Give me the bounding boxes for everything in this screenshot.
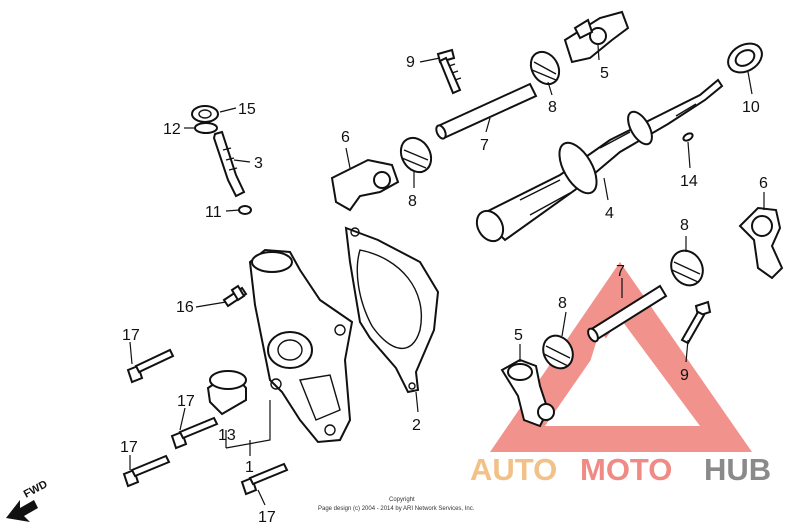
adjuster-3 — [212, 130, 246, 198]
joint-5-upper — [563, 10, 630, 64]
joint-6-upper — [330, 158, 400, 212]
label-2: 2 — [412, 417, 421, 434]
copyright-line-2: Page design (c) 2004 - 2014 by ARI Netwo… — [318, 506, 475, 512]
fwd-label: FWD — [22, 478, 50, 500]
label-13: 13 — [218, 427, 236, 444]
label-14: 14 — [680, 173, 698, 190]
label-3: 3 — [254, 155, 263, 172]
housing-1 — [248, 248, 354, 444]
label-17-a: 17 — [122, 327, 140, 344]
shaft-4 — [475, 78, 724, 243]
label-10: 10 — [742, 99, 760, 116]
watermark-triangle — [490, 262, 752, 452]
label-1: 1 — [245, 459, 254, 476]
leader-lines — [129, 44, 765, 506]
copyright-line-1: Copyright — [389, 497, 415, 503]
nut-15 — [191, 105, 219, 123]
label-9-lower: 9 — [680, 367, 689, 384]
gasket-2 — [344, 226, 440, 394]
joint-6-right — [738, 206, 784, 280]
bolt-16 — [222, 284, 248, 308]
bolt-17-d — [240, 462, 289, 496]
label-5-top: 5 — [600, 65, 609, 82]
label-17-d: 17 — [258, 509, 276, 526]
label-4: 4 — [605, 205, 614, 222]
label-6-right: 6 — [759, 175, 768, 192]
label-16: 16 — [176, 299, 194, 316]
watermark-logo: AUTO MOTO HUB — [470, 452, 771, 487]
label-11: 11 — [205, 204, 222, 221]
spring-8-upper-left — [399, 136, 433, 174]
label-6-top: 6 — [341, 129, 350, 146]
bolt-17-b — [170, 416, 219, 450]
part-labels: 9 5 8 10 7 6 8 4 14 6 8 7 8 5 9 2 15 12 … — [120, 54, 768, 526]
label-8-lower: 8 — [558, 295, 567, 312]
cap-13 — [206, 370, 247, 416]
label-15: 15 — [238, 101, 256, 118]
label-8-right: 8 — [680, 217, 689, 234]
washer-10 — [727, 42, 763, 74]
spring-8-right — [670, 249, 704, 287]
bolt-17-a — [126, 348, 175, 384]
watermark-auto: AUTO — [470, 452, 557, 487]
joint-5-lower — [500, 358, 555, 428]
watermark-moto: MOTO — [580, 452, 672, 487]
clip-11 — [238, 205, 252, 215]
bolt-17-c — [122, 454, 171, 488]
pin-14 — [682, 132, 694, 142]
watermark-hub: HUB — [704, 452, 771, 487]
rod-7-upper — [435, 82, 538, 140]
spring-8-lower — [542, 334, 574, 370]
label-17-c: 17 — [120, 439, 138, 456]
label-7-lower: 7 — [616, 263, 625, 280]
label-8-top: 8 — [548, 99, 557, 116]
spring-8-top-right — [529, 50, 561, 86]
label-12: 12 — [163, 121, 181, 138]
label-5-lower: 5 — [514, 327, 523, 344]
rod-7-lower — [587, 284, 668, 343]
label-8-left: 8 — [408, 193, 417, 210]
label-17-b: 17 — [177, 393, 195, 410]
label-9-top: 9 — [406, 54, 415, 71]
bolt-9-top — [436, 48, 462, 95]
washer-12 — [194, 122, 218, 134]
fwd-arrow: FWD — [6, 478, 50, 522]
bolt-9-lower — [680, 300, 712, 345]
label-7-top: 7 — [480, 137, 489, 154]
